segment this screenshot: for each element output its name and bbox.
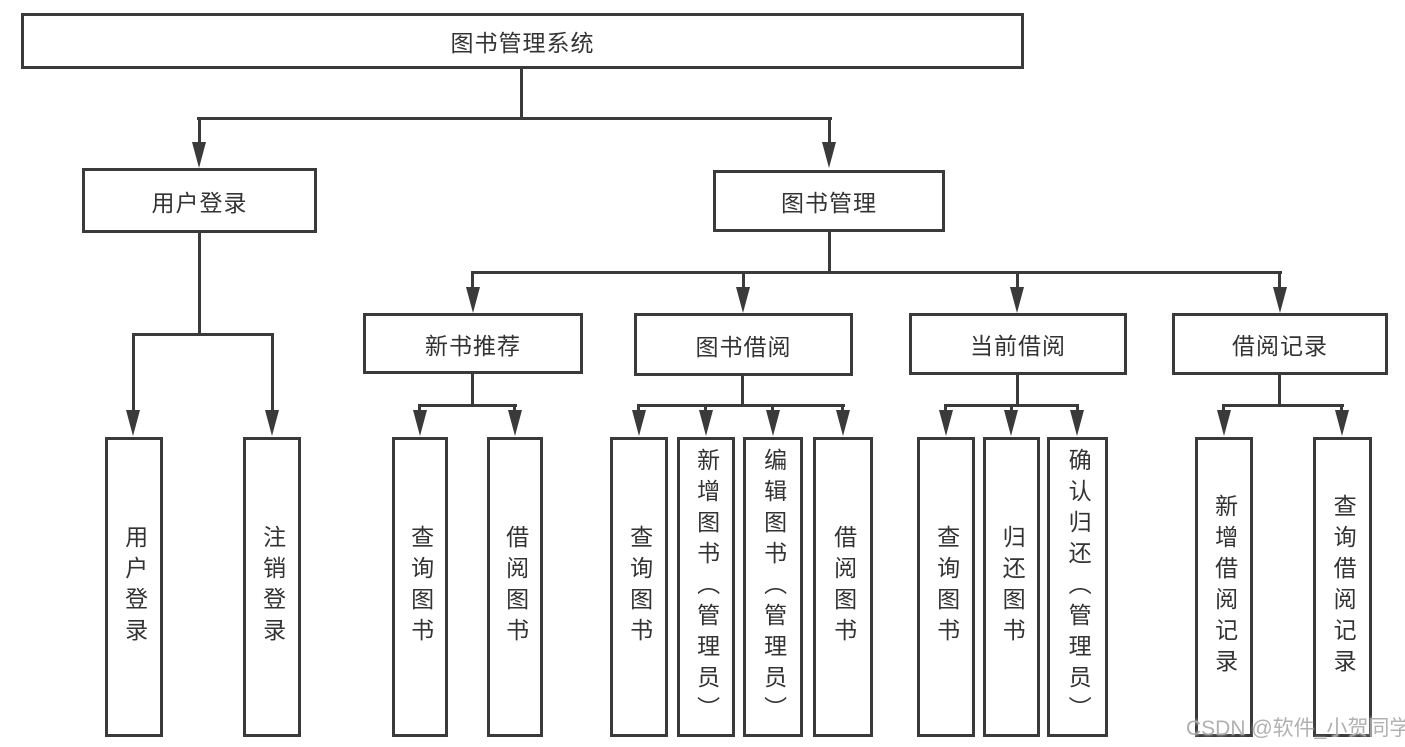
connector-mgmt-drop	[1278, 271, 1281, 289]
leaf-edit-books-admin-label: 编辑图书（管理员）	[760, 447, 787, 727]
leaf-query-books-recommend-label: 查询图书	[407, 525, 434, 649]
arrow-down-icon	[265, 410, 279, 436]
node-library-system: 图书管理系统	[21, 13, 1024, 69]
connector-g1-drop	[771, 404, 774, 412]
arrow-down-icon	[1273, 287, 1287, 313]
connector-mgmt-drop	[471, 271, 474, 289]
leaf-borrow-books-label: 借阅图书	[830, 525, 857, 649]
arrow-down-icon	[699, 410, 713, 436]
connector-g1-stem	[741, 376, 744, 406]
leaf-query-books-current: 查询图书	[917, 437, 975, 737]
connector-user-stem	[198, 233, 201, 335]
leaf-borrow-books: 借阅图书	[813, 437, 873, 737]
connector-user-right-drop	[271, 333, 274, 413]
leaf-query-borrow-record: 查询借阅记录	[1313, 437, 1372, 737]
connector-g1-drop	[841, 404, 844, 412]
connector-g0-drop	[418, 404, 421, 412]
connector-g2-stem	[1016, 375, 1019, 406]
arrow-down-icon	[1004, 410, 1018, 436]
leaf-add-books-admin: 新增图书（管理员）	[677, 437, 735, 737]
node-current-borrowing: 当前借阅	[909, 313, 1127, 375]
connector-user-hbar	[132, 333, 274, 336]
connector-root-right-drop	[828, 117, 831, 144]
leaf-query-books-borrowing: 查询图书	[610, 437, 668, 737]
leaf-edit-books-admin: 编辑图书（管理员）	[743, 437, 803, 737]
leaf-logout-label: 注销登录	[259, 525, 286, 649]
connector-g0-drop	[513, 404, 516, 412]
arrow-down-icon	[1070, 410, 1084, 436]
connector-user-left-drop	[132, 333, 135, 413]
connector-g0-stem	[471, 374, 474, 406]
leaf-return-books-label: 归还图书	[999, 525, 1026, 649]
connector-mgmt-drop	[1016, 271, 1019, 289]
leaf-return-books: 归还图书	[983, 437, 1040, 737]
node-book-management: 图书管理	[713, 170, 945, 232]
node-user-login: 用户登录	[82, 168, 317, 233]
node-current-borrowing-label: 当前借阅	[970, 333, 1066, 359]
connector-g1-drop	[704, 404, 707, 412]
arrow-down-icon	[413, 410, 427, 436]
connector-g3-stem	[1278, 375, 1281, 406]
connector-g0-hbar	[418, 404, 517, 407]
arrow-down-icon	[836, 410, 850, 436]
leaf-confirm-return-admin: 确认归还（管理员）	[1047, 437, 1108, 737]
arrow-down-icon	[766, 410, 780, 436]
leaf-query-borrow-record-label: 查询借阅记录	[1330, 494, 1357, 680]
leaf-query-books-recommend: 查询图书	[392, 437, 448, 737]
connector-mgmt-hbar	[471, 271, 1282, 274]
leaf-add-borrow-record-label: 新增借阅记录	[1211, 494, 1238, 680]
connector-g3-hbar	[1222, 404, 1344, 407]
connector-root-stem	[520, 69, 523, 119]
connector-mgmt-stem	[828, 232, 831, 273]
leaf-borrow-books-recommend-label: 借阅图书	[502, 525, 529, 649]
leaf-logout: 注销登录	[243, 437, 301, 737]
leaf-user-login-label: 用户登录	[121, 525, 148, 649]
arrow-down-icon	[632, 410, 646, 436]
connector-g1-hbar	[637, 404, 845, 407]
node-borrowing-records: 借阅记录	[1172, 313, 1388, 375]
arrow-down-icon	[822, 142, 836, 168]
arrow-down-icon	[1010, 287, 1024, 313]
connector-g3-drop	[1340, 404, 1343, 412]
connector-g2-drop	[1076, 404, 1079, 412]
csdn-watermark: CSDN @软件_小贺同学	[1186, 717, 1405, 740]
node-new-book-recommendation-label: 新书推荐	[425, 332, 521, 359]
leaf-user-login: 用户登录	[105, 437, 163, 737]
connector-g3-drop	[1222, 404, 1225, 412]
leaf-query-books-current-label: 查询图书	[933, 525, 960, 649]
arrow-down-icon	[126, 410, 140, 436]
connector-g2-drop	[1010, 404, 1013, 412]
arrow-down-icon	[192, 142, 206, 168]
node-book-management-label: 图书管理	[781, 190, 877, 216]
leaf-confirm-return-admin-label: 确认归还（管理员）	[1065, 447, 1092, 727]
connector-g1-drop	[637, 404, 640, 412]
arrow-down-icon	[736, 287, 750, 313]
leaf-add-books-admin-label: 新增图书（管理员）	[693, 447, 720, 727]
arrow-down-icon	[939, 410, 953, 436]
arrow-down-icon	[466, 287, 480, 313]
arrow-down-icon	[1335, 410, 1349, 436]
node-book-borrowing-label: 图书借阅	[695, 333, 792, 360]
arrow-down-icon	[508, 410, 522, 436]
connector-mgmt-drop	[742, 271, 745, 289]
node-user-login-label: 用户登录	[151, 189, 248, 216]
leaf-query-books-borrowing-label: 查询图书	[626, 525, 653, 649]
leaf-add-borrow-record: 新增借阅记录	[1195, 437, 1253, 737]
node-borrowing-records-label: 借阅记录	[1232, 333, 1328, 359]
connector-root-left-drop	[198, 117, 201, 144]
node-library-system-label: 图书管理系统	[450, 30, 595, 56]
connector-g2-drop	[944, 404, 947, 412]
node-book-borrowing: 图书借阅	[634, 313, 853, 376]
connector-root-hbar	[197, 117, 832, 120]
leaf-borrow-books-recommend: 借阅图书	[487, 437, 543, 737]
node-new-book-recommendation: 新书推荐	[363, 313, 583, 374]
arrow-down-icon	[1217, 410, 1231, 436]
